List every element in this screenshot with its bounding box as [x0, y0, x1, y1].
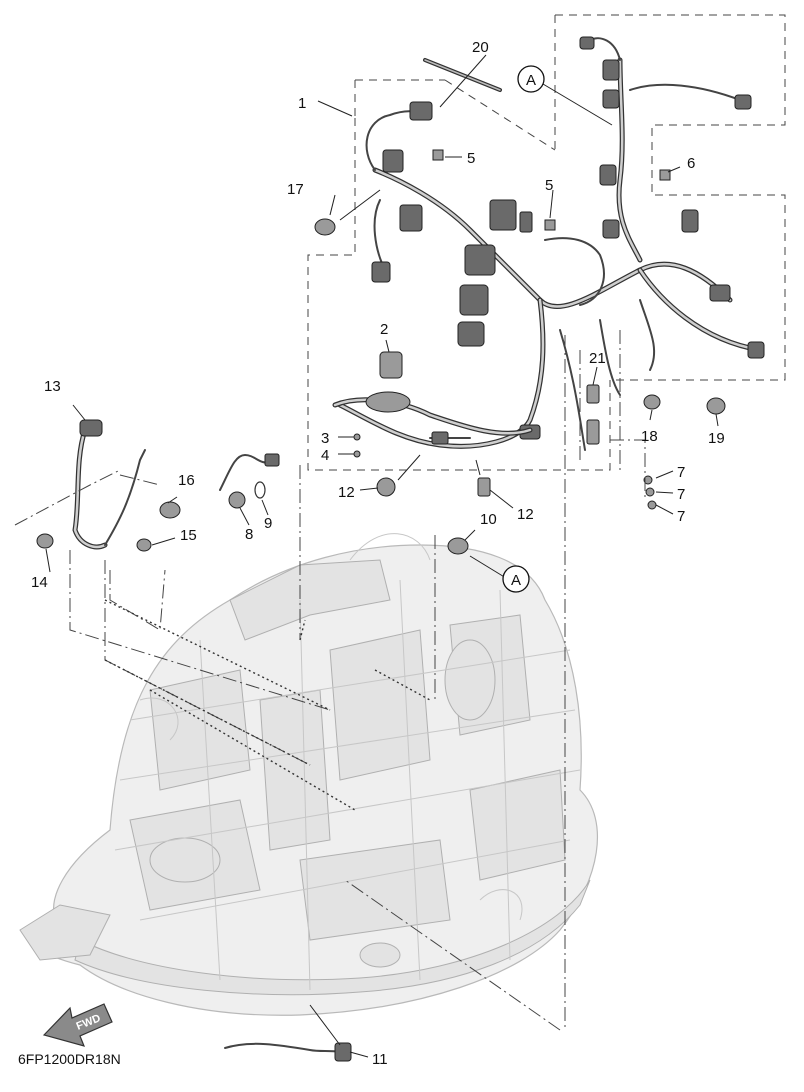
reference-marker-top-label: A [526, 72, 536, 89]
callout-5-mid: 5 [545, 177, 553, 194]
diagram-code: 6FP1200DR18N [18, 1051, 121, 1067]
callout-11: 11 [372, 1051, 388, 1068]
callout-7-b: 7 [677, 486, 685, 503]
callout-4: 4 [321, 447, 329, 464]
callout-3: 3 [321, 430, 329, 447]
callout-2: 2 [380, 321, 388, 338]
wire-harness [337, 37, 763, 451]
callout-15: 15 [180, 527, 197, 544]
harness-part-8-9 [219, 453, 280, 491]
callout-12-right: 12 [517, 506, 534, 523]
reference-marker-bottom-label: A [511, 572, 521, 589]
harness-connectors [371, 36, 765, 445]
strap-part-20 [423, 58, 502, 92]
callout-10: 10 [480, 511, 497, 528]
forward-direction-arrow: FWD [42, 1003, 113, 1047]
callout-1: 1 [298, 95, 306, 112]
callout-17: 17 [287, 181, 304, 198]
leader-lines [45, 54, 719, 1058]
callout-21: 21 [589, 350, 606, 367]
small-parts [36, 149, 726, 555]
callout-6: 6 [687, 155, 695, 172]
callout-16: 16 [178, 472, 195, 489]
callout-8: 8 [245, 526, 253, 543]
callout-18: 18 [641, 428, 658, 445]
callout-19: 19 [708, 430, 725, 447]
harness-group-outline [307, 14, 786, 471]
callout-9: 9 [264, 515, 272, 532]
sub-harness-part-2 [332, 351, 533, 436]
callout-7-a: 7 [677, 464, 685, 481]
callout-labels: 1 2 3 4 5 5 6 7 7 7 8 9 10 11 12 12 13 1… [31, 39, 725, 1068]
hidden-lines [104, 599, 431, 811]
callout-5-top: 5 [467, 150, 475, 167]
harness-part-13 [72, 419, 146, 550]
callout-12-left: 12 [338, 484, 355, 501]
reference-marker-top: A [517, 65, 545, 93]
engine-block [19, 533, 599, 1016]
alignment-lines [14, 330, 646, 1031]
callout-20: 20 [472, 39, 489, 56]
callout-14: 14 [31, 574, 48, 591]
harness-part-11 [224, 1042, 352, 1062]
callout-13: 13 [44, 378, 61, 395]
reference-marker-bottom: A [502, 565, 530, 593]
callout-7-c: 7 [677, 508, 685, 525]
